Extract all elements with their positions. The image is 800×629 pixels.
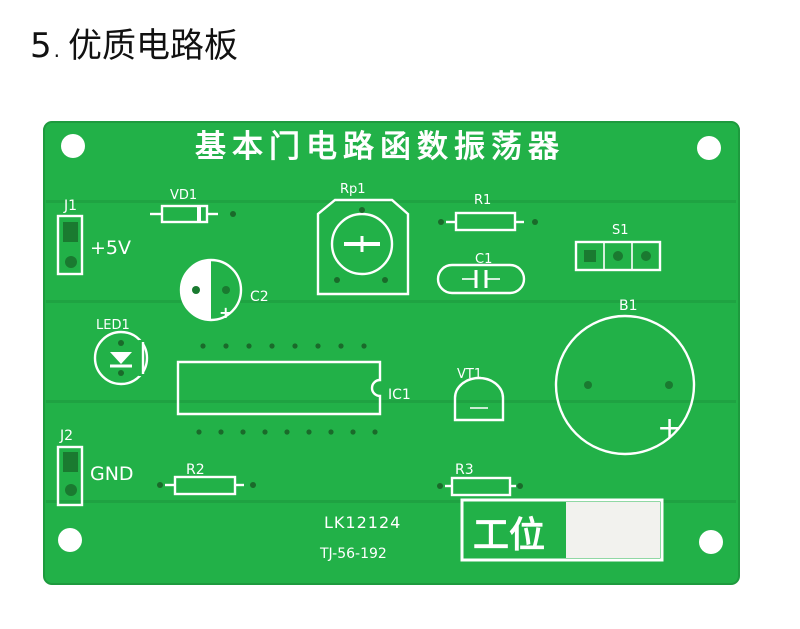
ic1-pins-bottom bbox=[196, 429, 378, 435]
capacitor-c2-pad-negative bbox=[192, 286, 200, 294]
capacitor-c1-outline bbox=[436, 263, 526, 295]
label-j2: J2 bbox=[59, 428, 73, 444]
potentiometer-rp1-outline bbox=[316, 198, 410, 296]
led1-outline bbox=[93, 330, 149, 386]
connector-j1-pad-1 bbox=[63, 222, 78, 242]
switch-s1-pad-3 bbox=[641, 251, 651, 261]
resistor-r3-pad-right bbox=[517, 483, 523, 489]
resistor-r2-pad-right bbox=[250, 482, 256, 488]
label-r2: R2 bbox=[186, 462, 205, 478]
label-c2: C2 bbox=[250, 289, 269, 305]
resistor-r1-pad-left bbox=[438, 219, 444, 225]
page-heading: 5. 优质电路板 bbox=[30, 18, 238, 67]
diode-vd1-pad bbox=[230, 211, 236, 217]
buzzer-b1-pad-2 bbox=[665, 381, 673, 389]
mounting-hole-top-right bbox=[697, 136, 721, 160]
board-serial: TJ-56-192 bbox=[319, 546, 387, 562]
label-plus5v: +5V bbox=[90, 237, 131, 259]
connector-j2-outline bbox=[56, 445, 84, 507]
heading-number: 5 bbox=[30, 26, 52, 66]
resistor-r3-pad-left bbox=[437, 483, 443, 489]
led1-pad-1 bbox=[118, 340, 124, 346]
connector-j2-pad-2 bbox=[65, 484, 77, 496]
board-code: LK12124 bbox=[324, 513, 401, 532]
label-c2-plus: + bbox=[219, 303, 232, 322]
label-rp1: Rp1 bbox=[340, 182, 366, 197]
board-title: 基本门电路函数振荡器 bbox=[195, 129, 565, 165]
label-j1: J1 bbox=[63, 198, 77, 214]
label-r1: R1 bbox=[474, 193, 491, 208]
heading-title: 优质电路板 bbox=[68, 26, 238, 66]
mounting-hole-bottom-left bbox=[58, 528, 82, 552]
label-s1: S1 bbox=[612, 223, 629, 238]
label-led1: LED1 bbox=[96, 318, 130, 333]
capacitor-c2-pad-positive bbox=[222, 286, 230, 294]
potentiometer-rp1-pad-1 bbox=[334, 277, 340, 283]
connector-j1-outline bbox=[56, 214, 84, 276]
switch-s1-pad-2 bbox=[613, 251, 623, 261]
label-r3: R3 bbox=[455, 462, 474, 478]
connector-j2-pad-1 bbox=[63, 452, 78, 472]
connector-j1-pad-2 bbox=[65, 256, 77, 268]
led1-symbol bbox=[110, 352, 132, 364]
switch-s1-pad-1 bbox=[584, 250, 596, 262]
workstation-write-area bbox=[566, 502, 660, 558]
mounting-holes bbox=[58, 134, 723, 554]
switch-s1-outline bbox=[574, 240, 662, 272]
label-gnd: GND bbox=[90, 463, 134, 485]
resistor-r1-pad-right bbox=[532, 219, 538, 225]
potentiometer-rp1-pad-3 bbox=[359, 207, 365, 213]
mounting-hole-top-left bbox=[61, 134, 85, 158]
buzzer-b1-pad-1 bbox=[584, 381, 592, 389]
ic1-pins-top bbox=[200, 343, 367, 349]
board-texture bbox=[46, 200, 736, 503]
potentiometer-rp1-knob bbox=[330, 212, 394, 276]
label-b1: B1 bbox=[619, 298, 638, 314]
buzzer-b1-outline bbox=[554, 314, 696, 456]
label-c1: C1 bbox=[475, 252, 492, 267]
potentiometer-rp1-pad-2 bbox=[382, 277, 388, 283]
ic1-outline bbox=[176, 360, 382, 416]
label-ic1: IC1 bbox=[388, 387, 411, 403]
label-vd1: VD1 bbox=[170, 188, 197, 203]
resistor-r2-pad-left bbox=[157, 482, 163, 488]
workstation-label: 工位 bbox=[473, 515, 545, 556]
pcb-board bbox=[43, 121, 740, 585]
label-b1-plus: + bbox=[657, 411, 682, 446]
mounting-hole-bottom-right bbox=[699, 530, 723, 554]
transistor-vt1-outline bbox=[453, 376, 505, 422]
heading-separator: . bbox=[53, 38, 60, 62]
led1-pad-2 bbox=[118, 370, 124, 376]
